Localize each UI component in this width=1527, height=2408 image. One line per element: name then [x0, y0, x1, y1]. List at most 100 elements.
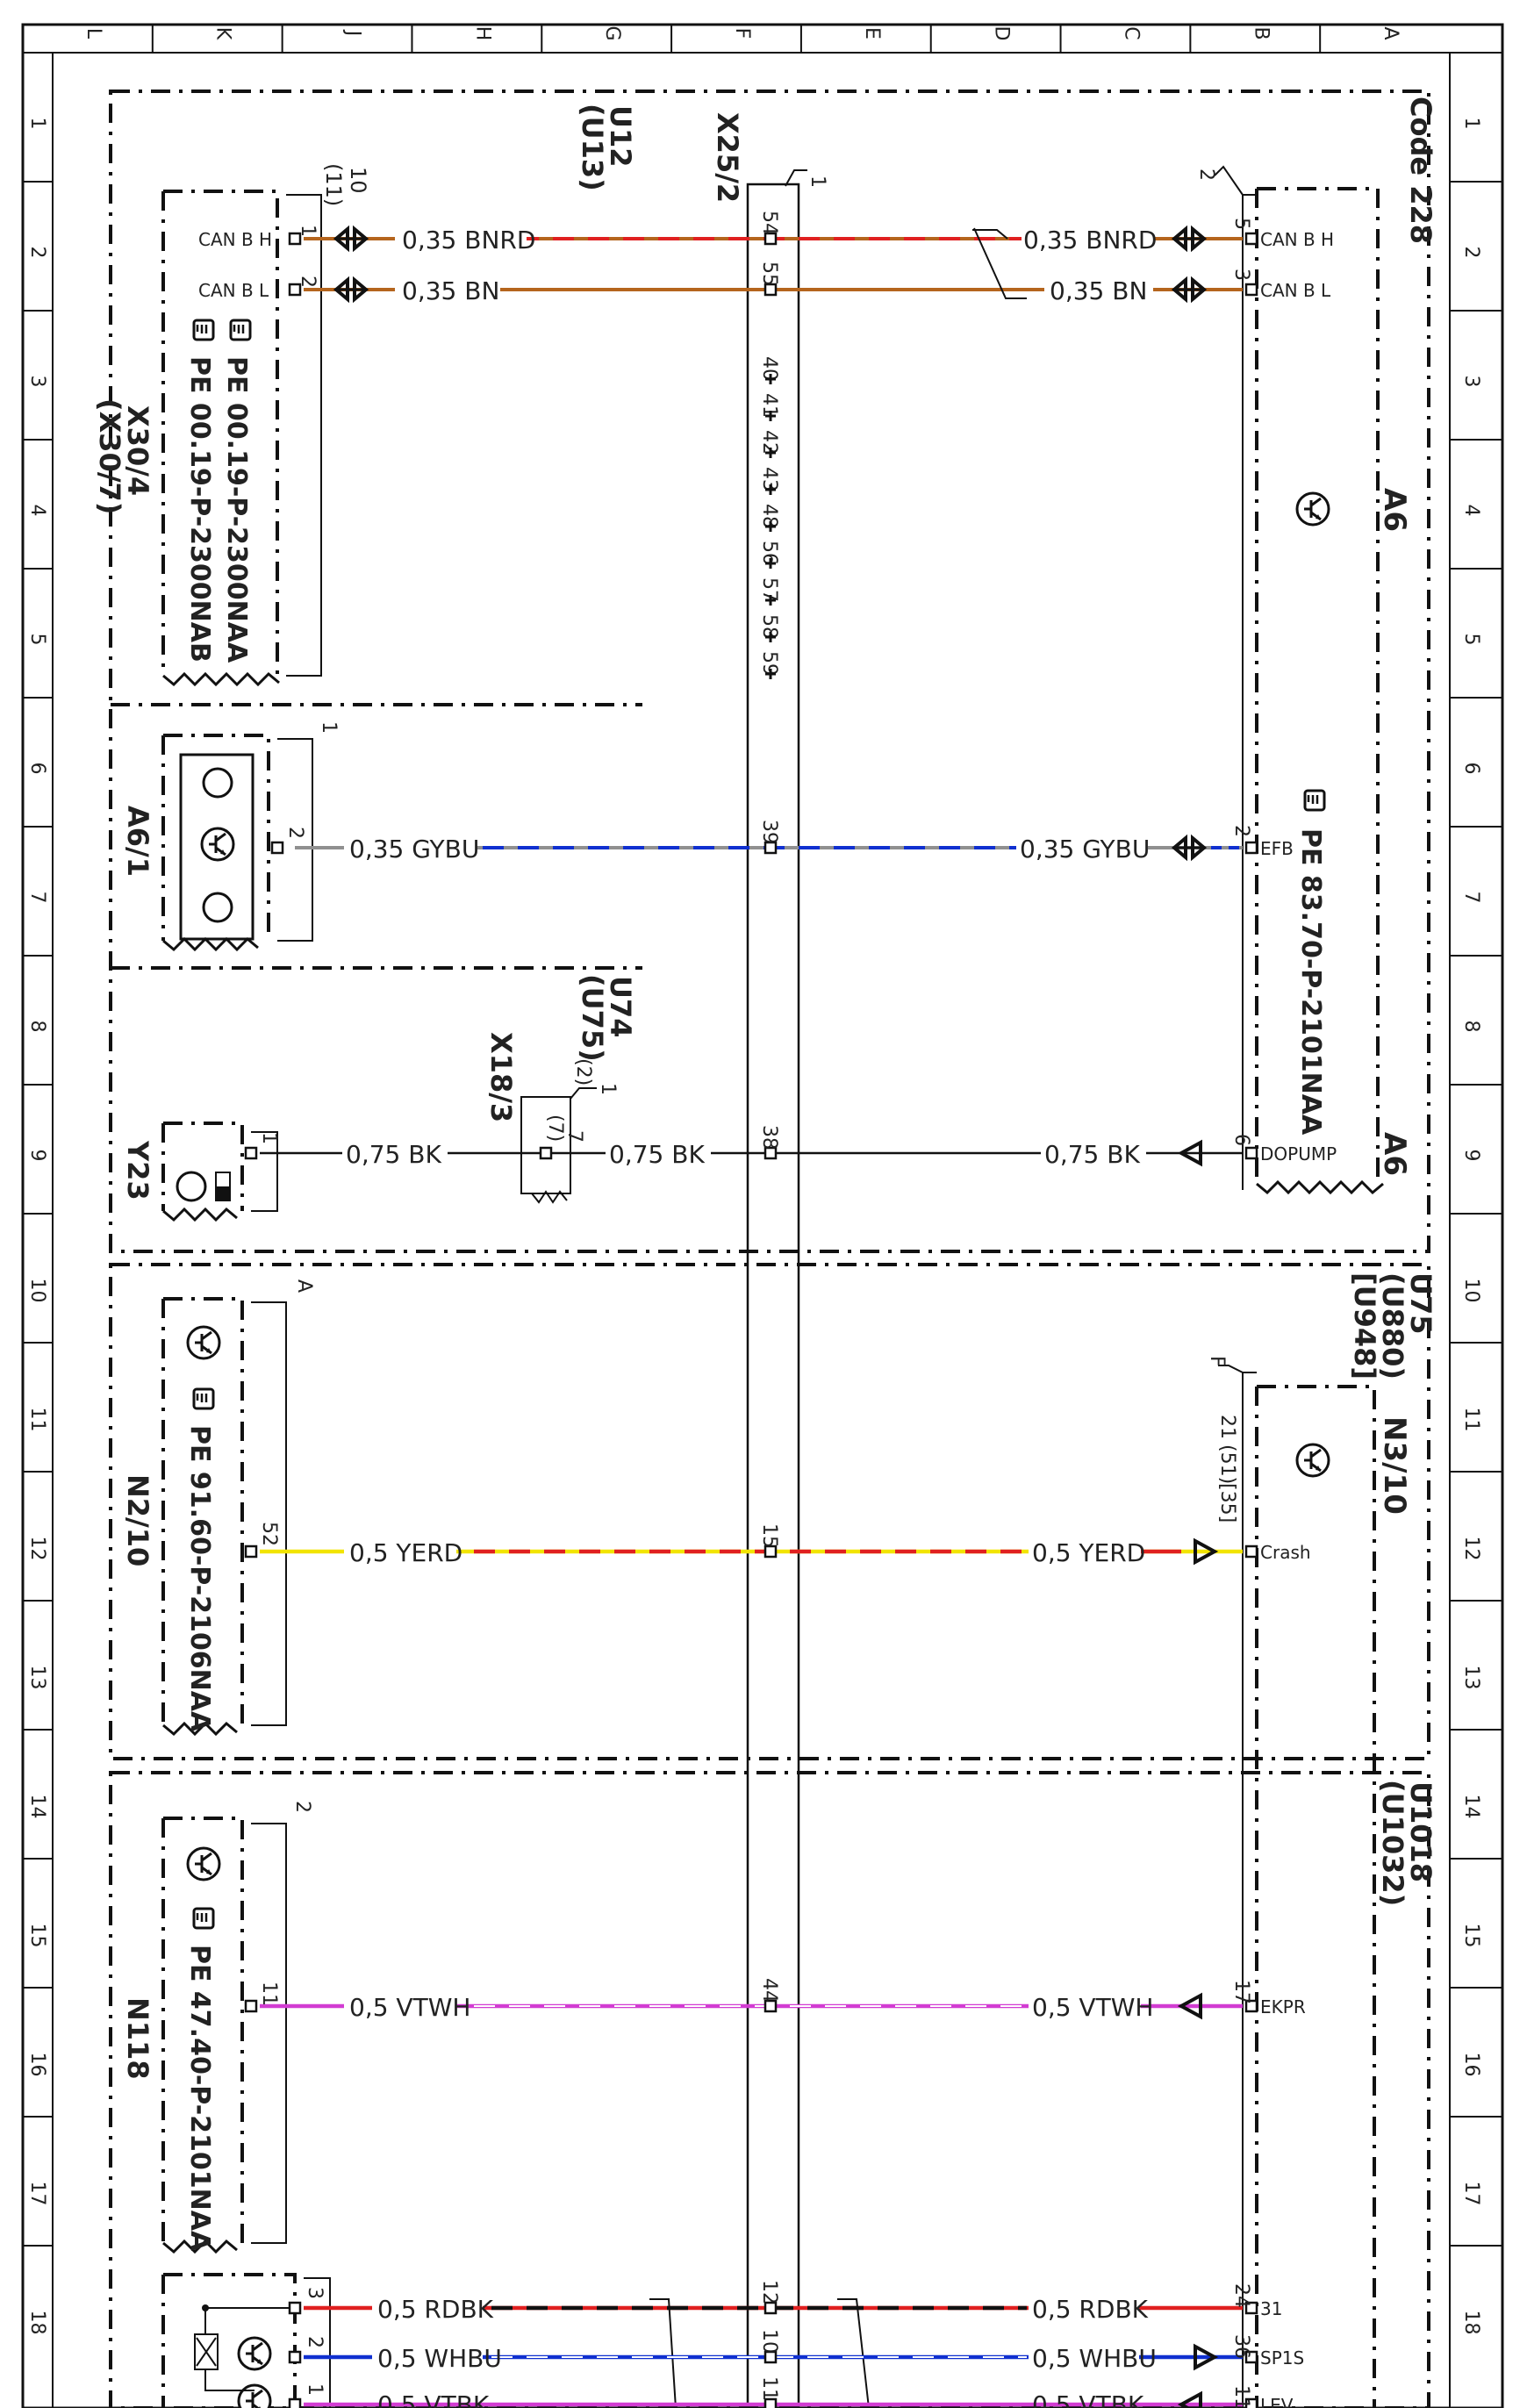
x18-3-group: 1	[597, 1083, 619, 1095]
wire-dopump-label-3: 0,75 BK	[1044, 1140, 1140, 1169]
code-228-label: Code 228	[1404, 97, 1437, 244]
row-label: 10	[1460, 1279, 1482, 1303]
wire-ekpr: 0,5 VTWH 0,5 VTWH	[260, 1992, 1243, 2022]
row-label: 7	[26, 892, 48, 904]
x30-4-group-alt: (11)	[321, 163, 346, 206]
x25-2-pin-38: 38	[758, 1125, 780, 1150]
wire-efb-label-left: 0,35 GYBU	[349, 835, 479, 864]
wire-sp1s: 0,5 WHBU 0,5 WHBU	[304, 2343, 1243, 2373]
wire-crash-label-right: 0,5 YERD	[1032, 1538, 1145, 1567]
motor-icon	[176, 1171, 207, 1202]
wire-ekpr-label-right: 0,5 VTWH	[1032, 1993, 1153, 2022]
x30-4-group: 10	[346, 167, 370, 194]
row-label: 6	[26, 763, 48, 775]
n3-10-pin-label: Crash	[1260, 1542, 1311, 1563]
x30-4-label: X30/4	[121, 405, 154, 496]
wire-can-l-label-left: 0,35 BN	[402, 276, 499, 305]
module-boundaries	[109, 90, 1430, 2408]
wire-can-h-label-left: 0,35 BNRD	[402, 226, 535, 254]
connector-arrow-icon	[1172, 278, 1206, 301]
a6-pin-2: 2	[1230, 825, 1252, 837]
wire-can-h-label-right: 0,35 BNRD	[1023, 226, 1157, 254]
n2-10-reference: PE 91.60-P-2106NAA	[184, 1425, 215, 1732]
row-label: 15	[26, 1924, 48, 1948]
x30-4-ref-2: PE 00.19-P-2300NAB	[184, 356, 215, 663]
a6-pin-3: 3	[1230, 269, 1252, 281]
wire-crash: 0,5 YERD 0,5 YERD	[260, 1537, 1243, 1567]
wire-dopump-label-1: 0,75 BK	[346, 1140, 441, 1169]
row-label: 13	[26, 1666, 48, 1690]
n2-10-label: N2/10	[121, 1474, 154, 1566]
module-a6: 2 A6 A6 PE 83.70-P-2101NAA	[1195, 165, 1412, 1195]
n3-10-group: F	[1206, 1356, 1228, 1367]
b-pin-36: 36	[1230, 2334, 1252, 2359]
b-pin-11-label: LEV	[1260, 2395, 1294, 2408]
a6-1-group: 1	[318, 721, 340, 734]
column-label: D	[991, 26, 1013, 41]
module-n2-10: A PE 91.60-P-2106NAA N2/10	[121, 1279, 315, 1737]
pin-terminals	[244, 232, 1258, 2408]
x30-4-ref-1: PE 00.19-P-2300NAA	[221, 356, 252, 663]
n118-group: 2	[291, 1801, 313, 1813]
a6-reference: PE 83.70-P-2101NAA	[1295, 828, 1326, 1136]
wire-crash-label-left: 0,5 YERD	[349, 1538, 462, 1567]
row-label: 5	[26, 634, 48, 646]
n3-10-pin-b: (51)	[1216, 1444, 1238, 1484]
row-label: 5	[1460, 634, 1482, 646]
b-pin-24-label: 31	[1260, 2298, 1282, 2319]
variant-u75: U75	[1404, 1272, 1437, 1335]
column-label: B	[1250, 26, 1272, 39]
variant-u12: U12	[604, 105, 637, 168]
wire-can-h: 0,35 BNRD 0,35 BNRD	[304, 225, 1243, 254]
row-label: 3	[26, 376, 48, 388]
reference-hand-icon	[1303, 789, 1326, 812]
row-label: 9	[1460, 1150, 1482, 1162]
column-label: L	[82, 28, 104, 39]
drawing-frame	[21, 23, 1504, 2408]
module-x30-4: 10 (11) X30/4 (X30/7) PE 00.19-P-2300NAA…	[93, 163, 370, 687]
x25-2-pin-11: 11	[758, 2376, 780, 2401]
row-label: 10	[26, 1279, 48, 1303]
row-label: 2	[26, 247, 48, 259]
n118-label: N118	[121, 1997, 154, 2080]
row-label: 13	[1460, 1666, 1482, 1690]
a6-pin-3-label: CAN B L	[1260, 280, 1331, 301]
wire-lev-label-left: 0,5 VTBK	[377, 2390, 490, 2408]
y23-pin-1: 1	[258, 1132, 280, 1144]
row-label: 16	[26, 2053, 48, 2077]
row-label: 11	[26, 1408, 48, 1432]
row-label: 7	[1460, 892, 1482, 904]
row-label: 11	[1460, 1408, 1482, 1432]
x30-4-label-alt: (X30/7)	[93, 398, 126, 514]
x25-2-pin-12: 12	[758, 2280, 780, 2304]
row-label: 8	[1460, 1021, 1482, 1033]
row-label: 18	[26, 2311, 48, 2335]
a6-pin-6: 6	[1230, 1134, 1252, 1146]
transistor-icon	[186, 1325, 221, 1360]
x25-2-pin-10: 10	[758, 2329, 780, 2354]
wire-sp1s-label-left: 0,5 WHBU	[377, 2344, 502, 2373]
row-label: 12	[26, 1537, 48, 1561]
row-label: 4	[1460, 505, 1482, 517]
x30-4-pin-1: 1	[297, 225, 319, 237]
n3-10-pin-a: 21	[1216, 1415, 1238, 1439]
row-label: 14	[26, 1795, 48, 1819]
connector-arrow-icon	[1172, 227, 1206, 250]
row-label: 14	[1460, 1795, 1482, 1819]
wire-dopump-label-2: 0,75 BK	[609, 1140, 705, 1169]
x25-2-pin-39: 39	[758, 820, 780, 844]
left-pin-1: 1	[304, 2383, 326, 2396]
column-label: F	[731, 28, 753, 39]
column-label: E	[861, 27, 883, 39]
row-label: 9	[26, 1150, 48, 1162]
x18-3-pin-alt: (7)	[544, 1114, 566, 1142]
reference-hand-icon	[229, 319, 252, 341]
row-label: 16	[1460, 2053, 1482, 2077]
row-label: 1	[26, 118, 48, 130]
x25-2-pin-15: 15	[758, 1523, 780, 1548]
x18-3-group-alt: (2)	[572, 1058, 594, 1086]
column-label: C	[1120, 26, 1142, 39]
module-a6-1: 1 A6/1	[121, 721, 340, 952]
